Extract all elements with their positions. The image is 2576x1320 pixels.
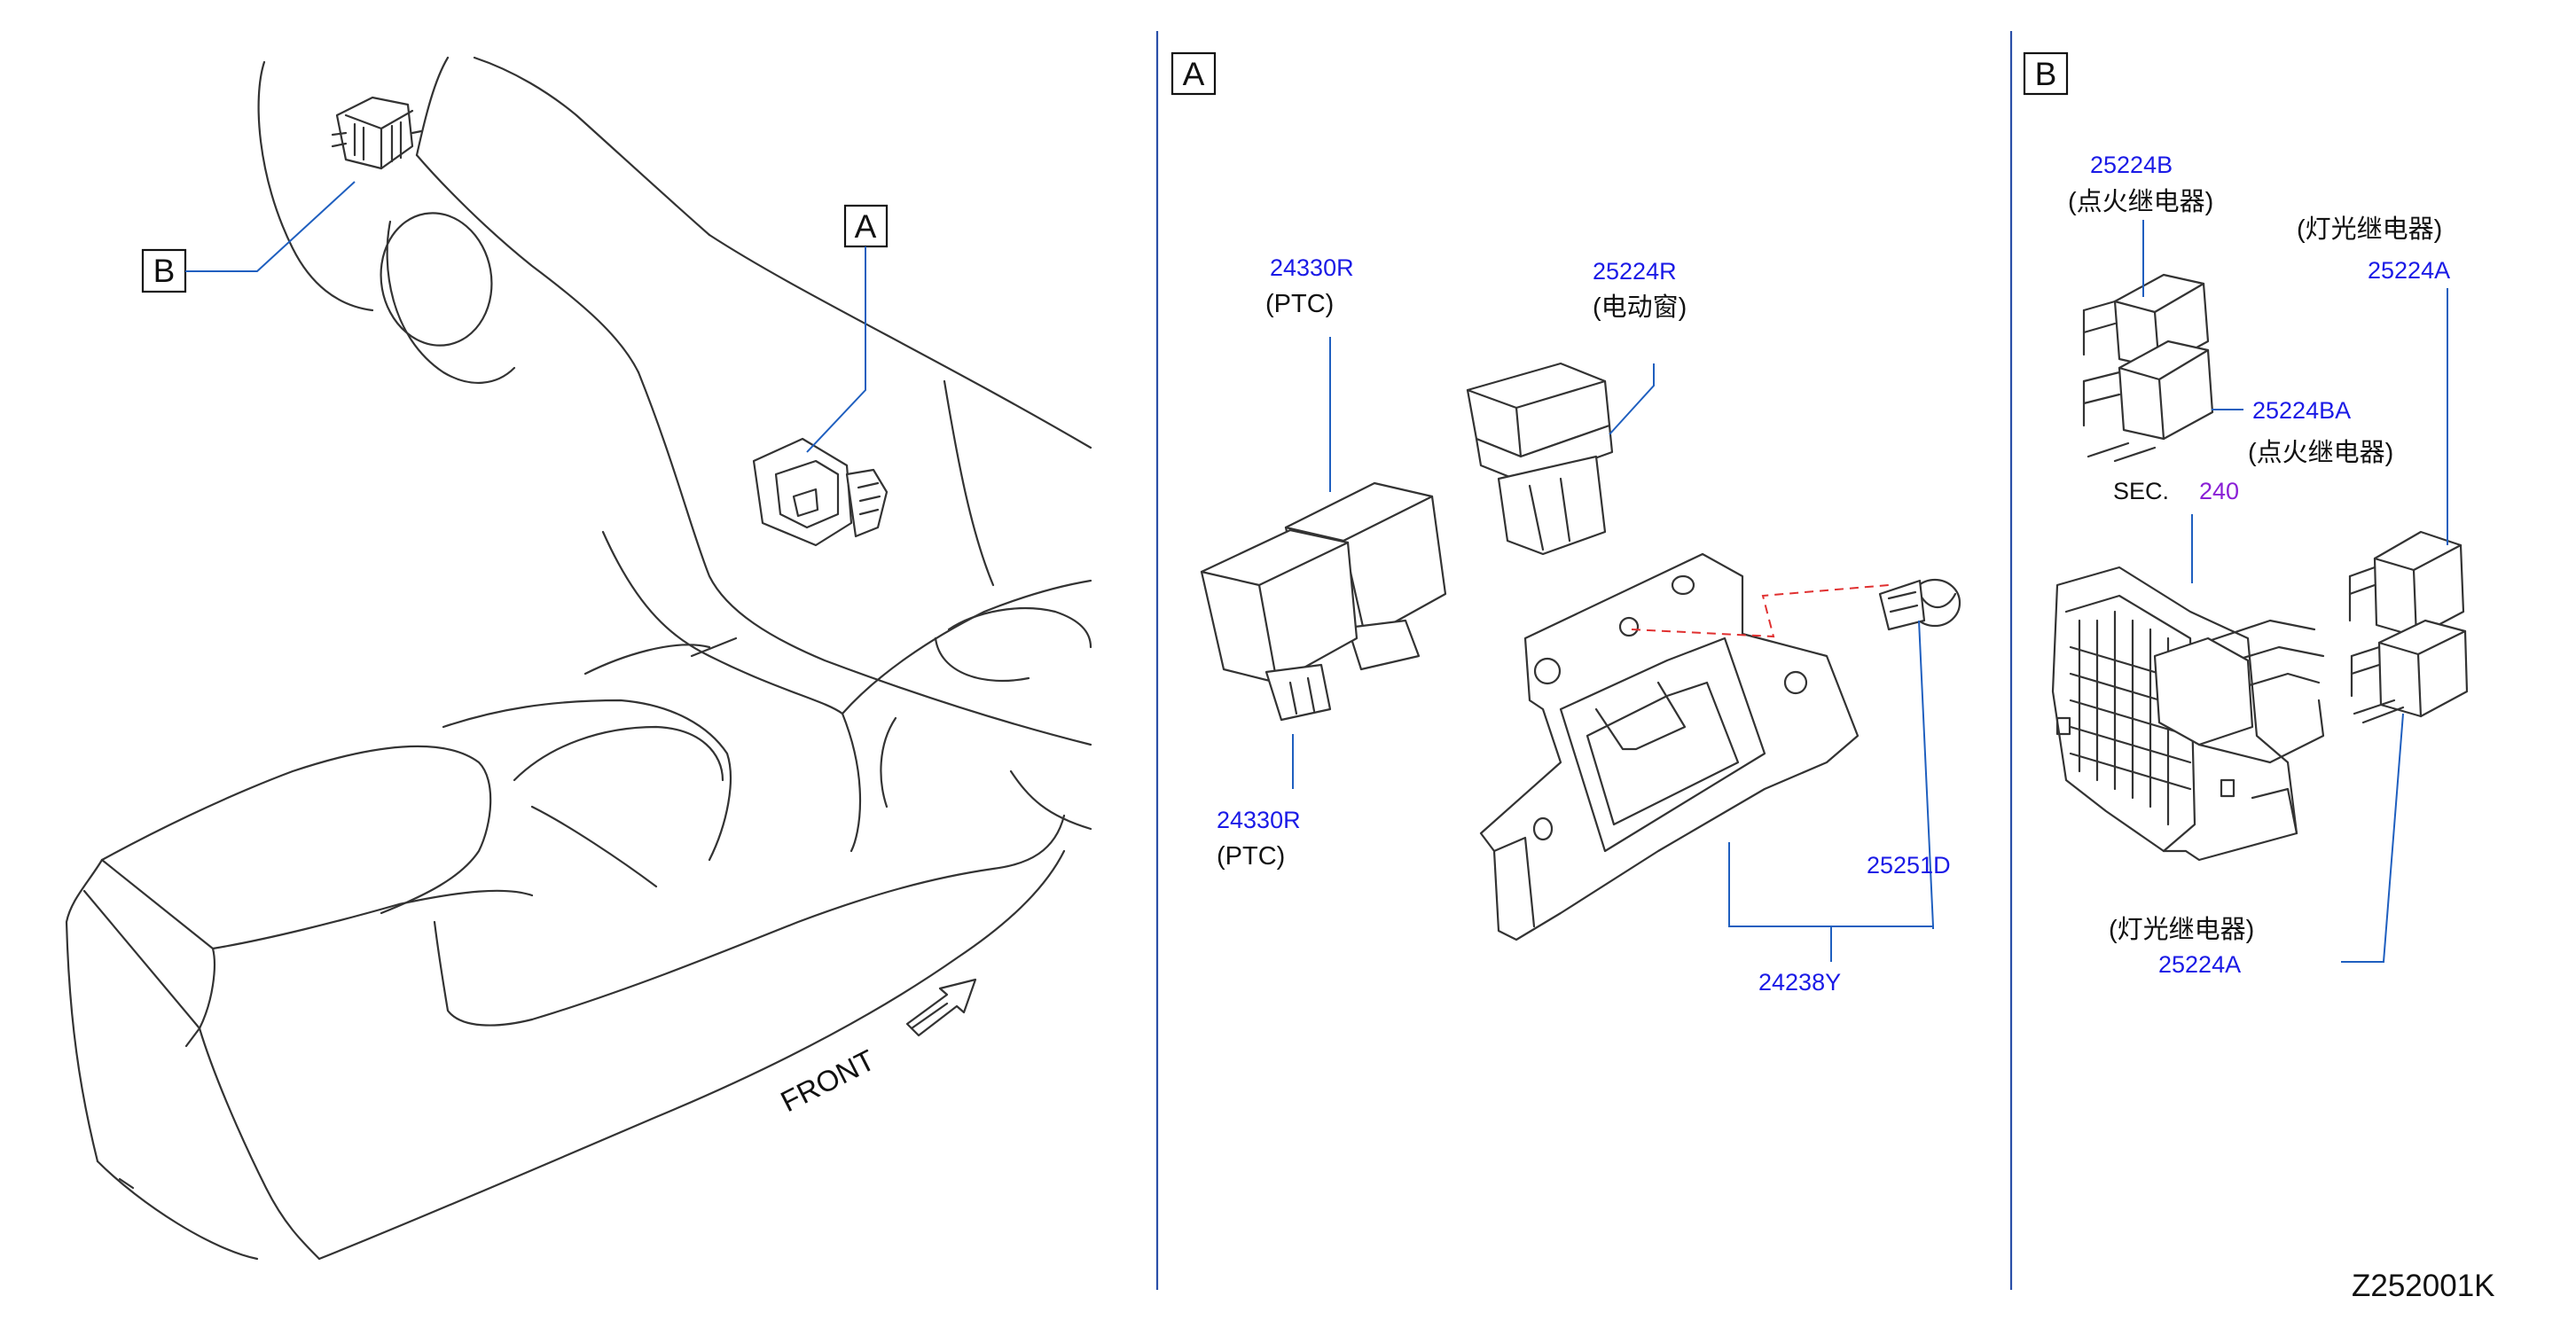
callout-a-label: A	[855, 208, 877, 245]
panel-a-tag	[1171, 51, 1217, 96]
vehicle-interior-illustration	[65, 56, 1092, 1261]
part-number-24238y: 24238Y	[1758, 969, 1841, 996]
relay-cluster-b-icon	[331, 96, 423, 170]
part-number-25224a-top: 25224A	[2368, 257, 2450, 284]
clip-icon	[1878, 578, 1961, 631]
power-window-relay-icon	[1466, 362, 1614, 556]
diagram-code: Z252001K	[2352, 1269, 2495, 1303]
panel-a-label: A	[1183, 56, 1205, 92]
callout-a: A	[806, 204, 889, 453]
relay-bracket-icon	[1479, 552, 1860, 941]
part-note-25224a-top: (灯光继电器)	[2297, 215, 2442, 244]
part-note-24330r-bottom: (PTC)	[1217, 842, 1285, 871]
section-reference-number: 240	[2199, 478, 2239, 504]
part-number-25251d: 25251D	[1867, 852, 1951, 879]
ignition-relay-stack-icon	[2082, 273, 2214, 463]
part-number-25224a-bottom: 25224A	[2158, 951, 2241, 978]
part-number-25224r: 25224R	[1593, 258, 1677, 285]
panel-b-label: B	[2035, 56, 2057, 92]
lamp-relay-stack-icon	[2348, 530, 2469, 724]
callout-b: B	[141, 181, 356, 293]
part-number-24330r-bottom: 24330R	[1217, 807, 1301, 833]
panel-b: B	[2023, 51, 2469, 978]
part-note-25224a-bottom: (灯光继电器)	[2109, 915, 2254, 944]
ptc-relay-pair-icon	[1200, 481, 1447, 722]
part-number-25224b: 25224B	[2090, 152, 2173, 178]
part-note-25224r: (电动窗)	[1593, 293, 1687, 322]
callout-b-label: B	[153, 253, 176, 289]
part-number-24330r-top: 24330R	[1270, 254, 1354, 281]
part-number-25224ba: 25224BA	[2252, 397, 2351, 424]
bracket-a-icon	[752, 437, 889, 547]
relay-block-icon	[2051, 566, 2325, 862]
panel-a: A	[1171, 51, 1961, 996]
panel-b-tag	[2023, 51, 2069, 96]
section-reference-label: SEC.	[2113, 478, 2169, 504]
part-note-25224b: (点火继电器)	[2068, 187, 2213, 216]
part-note-25224ba: (点火继电器)	[2248, 438, 2393, 467]
insertion-dashed-line	[1631, 584, 1890, 638]
front-arrow-icon	[905, 978, 977, 1037]
part-note-24330r-top: (PTC)	[1265, 290, 1334, 318]
